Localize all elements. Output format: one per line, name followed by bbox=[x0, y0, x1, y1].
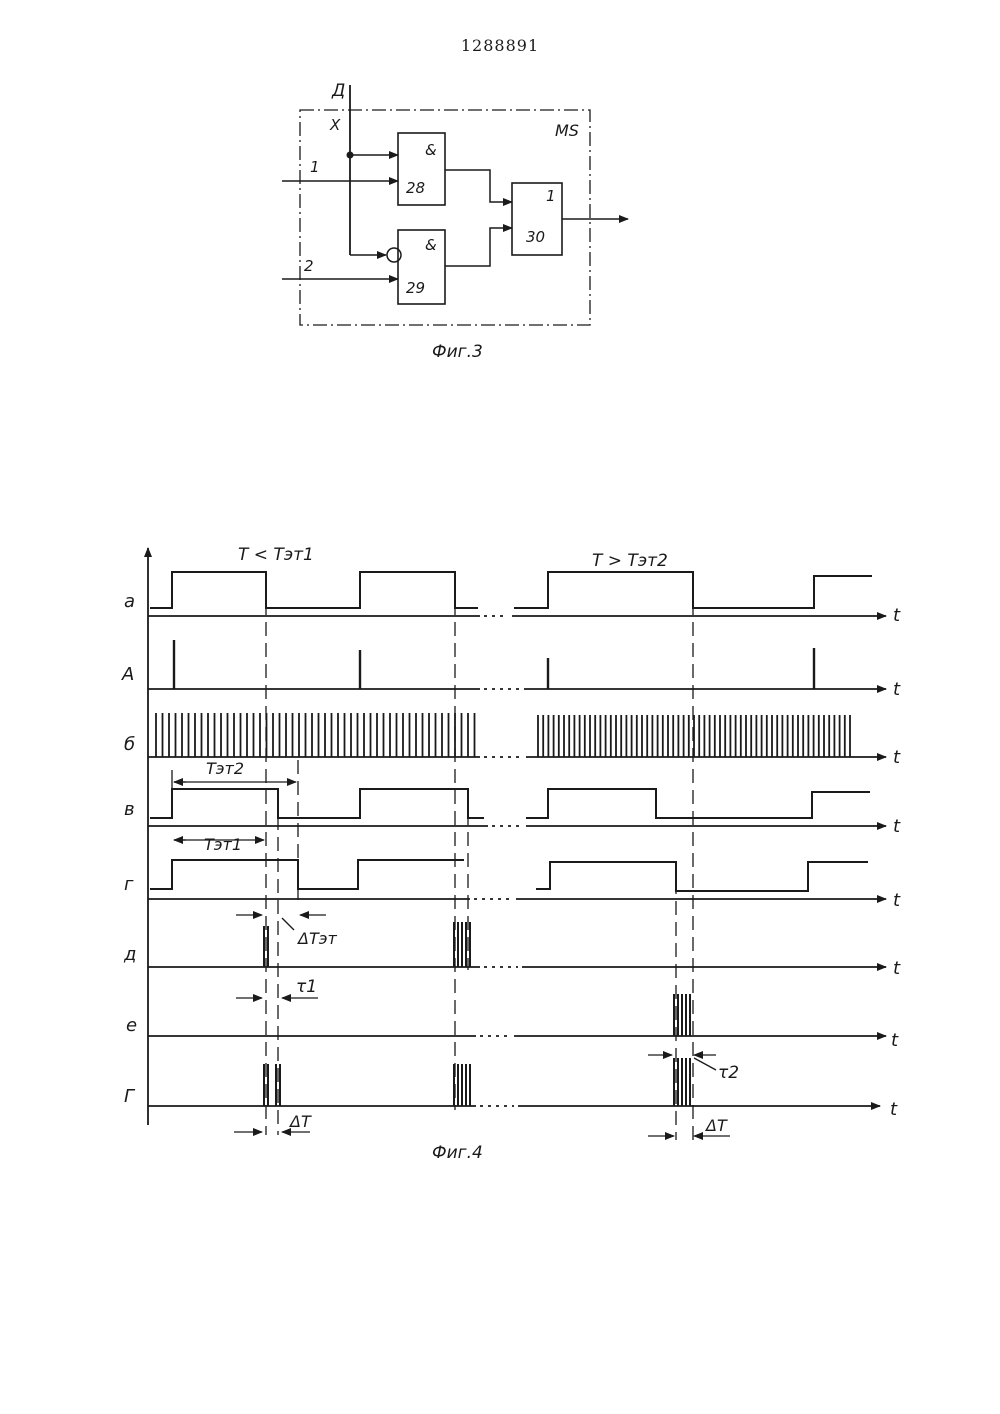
input-2-label: 2 bbox=[304, 257, 314, 275]
waveform-g-right bbox=[536, 862, 868, 891]
row-label-e: е bbox=[126, 1015, 137, 1036]
waveform-g-left bbox=[150, 860, 464, 889]
row-label-a: a bbox=[124, 591, 135, 612]
label-tau2: τ2 bbox=[718, 1063, 739, 1083]
fig3-logic-diagram: MS Д X 1 & 28 2 & 29 bbox=[282, 81, 628, 362]
axis-t-d: t bbox=[893, 958, 901, 979]
label-delta-t-left: ΔT bbox=[288, 1112, 312, 1131]
axis-t-G: t bbox=[890, 1099, 898, 1120]
gate-28-symbol: & bbox=[425, 141, 437, 159]
ms-block-label: MS bbox=[555, 121, 579, 140]
condition-right: T > Tэт2 bbox=[592, 551, 668, 571]
axis-t-g: t bbox=[893, 890, 901, 911]
axis-t-e: t bbox=[891, 1030, 899, 1051]
row-label-d: д bbox=[123, 944, 136, 965]
label-delta-t-et: ΔTэт bbox=[296, 929, 338, 948]
row-label-b: б bbox=[124, 734, 135, 755]
axis-t-A: t bbox=[893, 679, 901, 700]
dimension-arrows bbox=[172, 770, 730, 1136]
waveform-v-left bbox=[150, 789, 484, 818]
axis-t-v: t bbox=[893, 816, 901, 837]
fig3-caption: Фиг.3 bbox=[432, 342, 483, 362]
label-t-et2: Tэт2 bbox=[206, 759, 244, 778]
axis-t-a: t bbox=[893, 605, 901, 626]
waveform-b-clock-left bbox=[156, 713, 475, 757]
waveform-A-pulses bbox=[174, 640, 814, 689]
waveform-v-right bbox=[526, 789, 870, 818]
fig4-caption: Фиг.4 bbox=[432, 1143, 483, 1163]
gate-30-number: 30 bbox=[526, 228, 545, 246]
inverter-bubble bbox=[387, 248, 401, 262]
waveform-G-bursts bbox=[264, 1058, 690, 1106]
waveform-d-bursts bbox=[264, 922, 470, 967]
row-label-g: г bbox=[124, 874, 134, 895]
axis-t-b: t bbox=[893, 747, 901, 768]
row-label-A: A bbox=[121, 664, 134, 685]
row-label-G: Г bbox=[124, 1086, 136, 1107]
gate-29-number: 29 bbox=[406, 279, 425, 297]
label-tau1: τ1 bbox=[296, 977, 317, 997]
label-delta-t-right: ΔT bbox=[704, 1116, 728, 1135]
gate-29-symbol: & bbox=[425, 236, 437, 254]
fig4-timing-diagram: T < Tэт1 T > Tэт2 a A б в г д е Г t t t … bbox=[121, 545, 901, 1163]
projection-lines bbox=[266, 580, 693, 1140]
gate-30-symbol: 1 bbox=[546, 187, 556, 205]
input-d-label: Д bbox=[331, 81, 345, 101]
input-1-label: 1 bbox=[310, 158, 320, 176]
waveform-a-left bbox=[150, 572, 478, 608]
waveform-b-clock-right bbox=[538, 715, 850, 757]
condition-left: T < Tэт1 bbox=[238, 545, 314, 565]
gate-28-number: 28 bbox=[406, 179, 425, 197]
input-x-label: X bbox=[329, 116, 341, 134]
row-label-v: в bbox=[124, 799, 135, 820]
label-t-et1: Tэт1 bbox=[204, 835, 242, 854]
